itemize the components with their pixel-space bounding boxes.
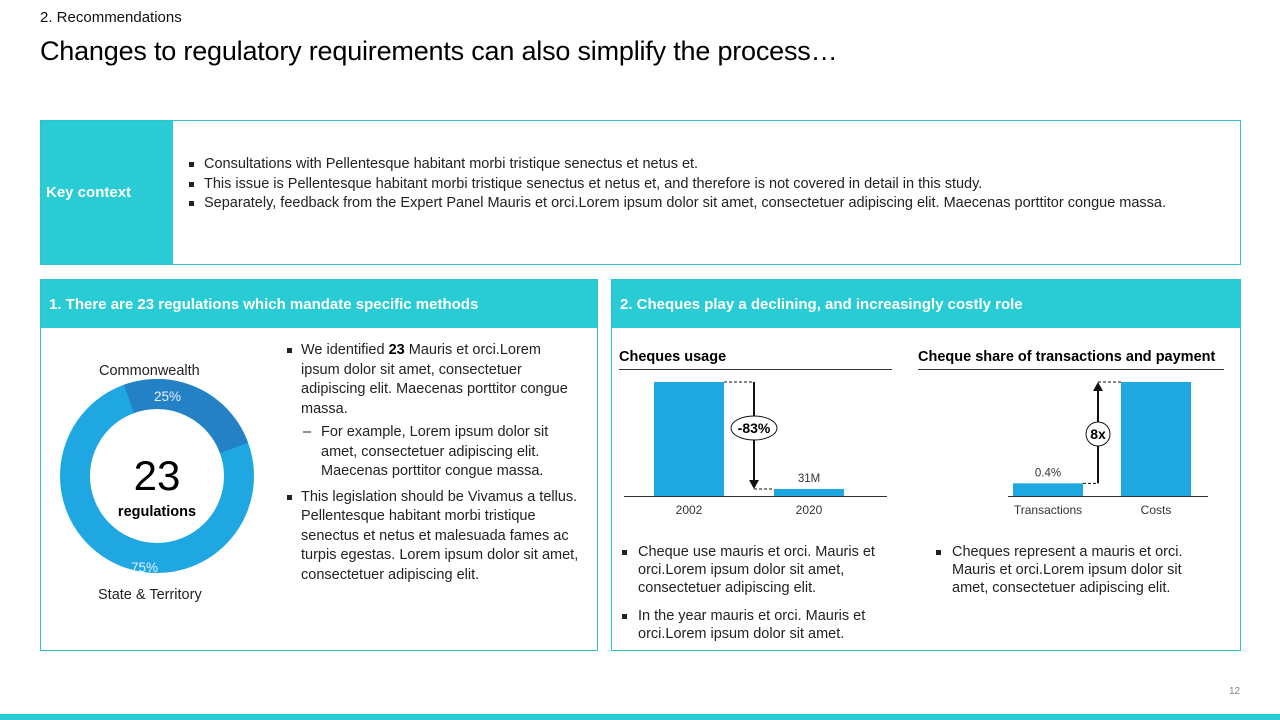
- donut-pct-state: 75%: [131, 560, 159, 575]
- change-annotation: 8x: [1090, 426, 1106, 442]
- usage-list: Cheque use mauris et orci. Mauris et orc…: [620, 543, 900, 653]
- bullet-highlight: 23: [388, 342, 405, 358]
- regulations-panel: 1. There are 23 regulations which mandat…: [40, 279, 598, 651]
- key-context-box: Key context Consultations with Pellentes…: [40, 120, 1241, 265]
- bullet-text: Mauris et orci.Lorem ipsum dolor sit ame…: [301, 342, 568, 417]
- change-badge: [1085, 421, 1111, 447]
- list-item: Cheque use mauris et orci. Mauris et orc…: [620, 543, 900, 597]
- change-badge: [730, 415, 778, 441]
- donut-center-label: regulations: [117, 504, 197, 520]
- section-label: 2. Recommendations: [40, 9, 182, 26]
- bar-value-label: 31M: [798, 473, 820, 485]
- cheques-panel-header: 2. Cheques play a declining, and increas…: [612, 280, 1240, 328]
- bar-value-label: 0.4%: [1035, 467, 1061, 479]
- bullet-text: We identified: [301, 342, 389, 358]
- arrow-head: [1093, 382, 1103, 391]
- key-context-label: Key context: [41, 121, 173, 264]
- page-number: 12: [1229, 686, 1241, 697]
- regulations-panel-header: 1. There are 23 regulations which mandat…: [41, 280, 597, 328]
- key-context-list: Consultations with Pellentesque habitant…: [187, 155, 1228, 214]
- chart-title-share: Cheque share of transactions and payment: [918, 349, 1224, 370]
- arrow-head: [749, 479, 759, 489]
- list-item: In the year mauris et orci. Mauris et or…: [620, 607, 900, 643]
- regulations-text: We identified 23 Mauris et orci.Lorem ip…: [285, 341, 581, 591]
- chart-bar: [1121, 382, 1191, 496]
- footer-bar: [0, 714, 1280, 720]
- sub-list-item: For example, Lorem ipsum dolor sit amet,…: [301, 423, 581, 482]
- tick-label: 2002: [676, 503, 703, 517]
- list-item: We identified 23 Mauris et orci.Lorem ip…: [285, 341, 581, 482]
- list-item: Cheques represent a mauris et orci. Maur…: [934, 543, 1214, 597]
- page-title: Changes to regulatory requirements can a…: [40, 36, 838, 66]
- cheque-share-chart: 0.4% Transactions 3.6% Costs 8x: [1008, 376, 1208, 517]
- list-item: This issue is Pellentesque habitant morb…: [187, 175, 1228, 195]
- chart-title-usage: Cheques usage: [619, 349, 892, 370]
- donut-pct-commonwealth: 25%: [154, 389, 182, 404]
- cheques-panel: 2. Cheques play a declining, and increas…: [611, 279, 1241, 651]
- chart-bar: [774, 488, 844, 496]
- donut-label-state: State & Territory: [98, 587, 202, 603]
- donut-segment-commonwealth: [60, 379, 254, 573]
- list-item: Consultations with Pellentesque habitant…: [187, 155, 1228, 175]
- tick-label: 2020: [796, 503, 823, 517]
- tick-label: Transactions: [1014, 503, 1082, 517]
- bar-value-label: 501M: [675, 376, 704, 378]
- bar-value-label: 3.6%: [1143, 376, 1169, 378]
- change-annotation: -83%: [738, 420, 771, 436]
- sub-list: For example, Lorem ipsum dolor sit amet,…: [301, 423, 581, 482]
- list-item: This legislation should be Vivamus a tel…: [285, 488, 581, 586]
- chart-bar: [654, 382, 724, 496]
- donut-center-number: 23: [133, 452, 181, 499]
- donut-svg: [60, 379, 254, 573]
- cheques-usage-chart: 501M 2002 31M 2020 -83%: [624, 376, 887, 517]
- share-list: Cheques represent a mauris et orci. Maur…: [934, 543, 1214, 607]
- tick-label: Costs: [1141, 503, 1172, 517]
- regulations-list: We identified 23 Mauris et orci.Lorem ip…: [285, 341, 581, 585]
- key-context-body: Consultations with Pellentesque habitant…: [173, 121, 1240, 264]
- donut-label-commonwealth: Commonwealth: [99, 363, 200, 379]
- regulations-donut: Commonwealth 25% 23 regulations 75% Stat…: [41, 328, 273, 650]
- chart-bar: [1013, 483, 1083, 496]
- list-item: Separately, feedback from the Expert Pan…: [187, 194, 1228, 214]
